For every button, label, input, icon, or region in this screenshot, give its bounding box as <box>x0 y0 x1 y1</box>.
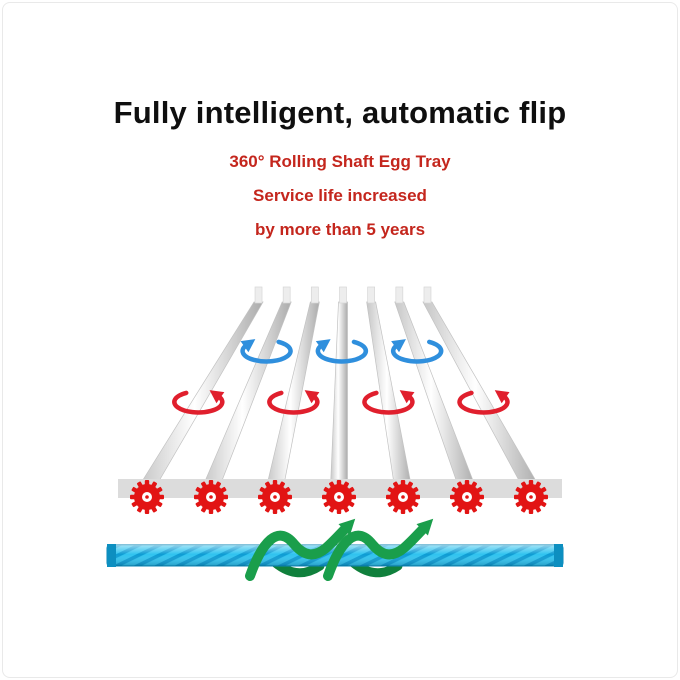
mount-bracket <box>282 286 291 304</box>
subtitle-line-2: Service life increased <box>253 186 427 205</box>
rotation-arrow-red <box>172 390 225 415</box>
subtitle-line-3: by more than 5 years <box>254 220 426 239</box>
rotation-arrow-red <box>457 390 510 415</box>
gear-wheel <box>194 480 228 514</box>
roller-tube <box>330 301 348 488</box>
gear-wheel <box>258 480 292 514</box>
rotation-arrow-blue <box>390 339 444 364</box>
gear-wheel <box>130 480 164 514</box>
gear-wheel <box>450 480 484 514</box>
rotation-arrow-red <box>362 390 415 415</box>
rotation-swirl-arrow <box>245 518 356 581</box>
rod-end-cap-right <box>554 544 563 567</box>
mount-bracket <box>310 286 319 304</box>
rotation-arrow-red <box>267 390 320 415</box>
subtitle-line-1: 360° Rolling Shaft Egg Tray <box>229 152 451 171</box>
mount-bracket <box>367 286 376 304</box>
mount-bracket <box>254 286 263 304</box>
roller-tube <box>422 301 541 488</box>
rotation-swirl-arrow <box>323 518 434 581</box>
rod-end-cap-left <box>107 544 116 567</box>
header: Fully intelligent, automatic flip 360° R… <box>0 96 680 240</box>
page-title: Fully intelligent, automatic flip <box>113 95 567 130</box>
rotation-arrow-blue <box>240 339 293 364</box>
mount-bracket <box>395 286 404 304</box>
gear-wheel <box>386 480 420 514</box>
mount-bracket <box>339 286 347 304</box>
rotation-arrow-blue <box>315 339 369 364</box>
gear-wheel <box>322 480 356 514</box>
mount-bracket <box>423 286 432 304</box>
gear-wheel <box>514 480 548 514</box>
